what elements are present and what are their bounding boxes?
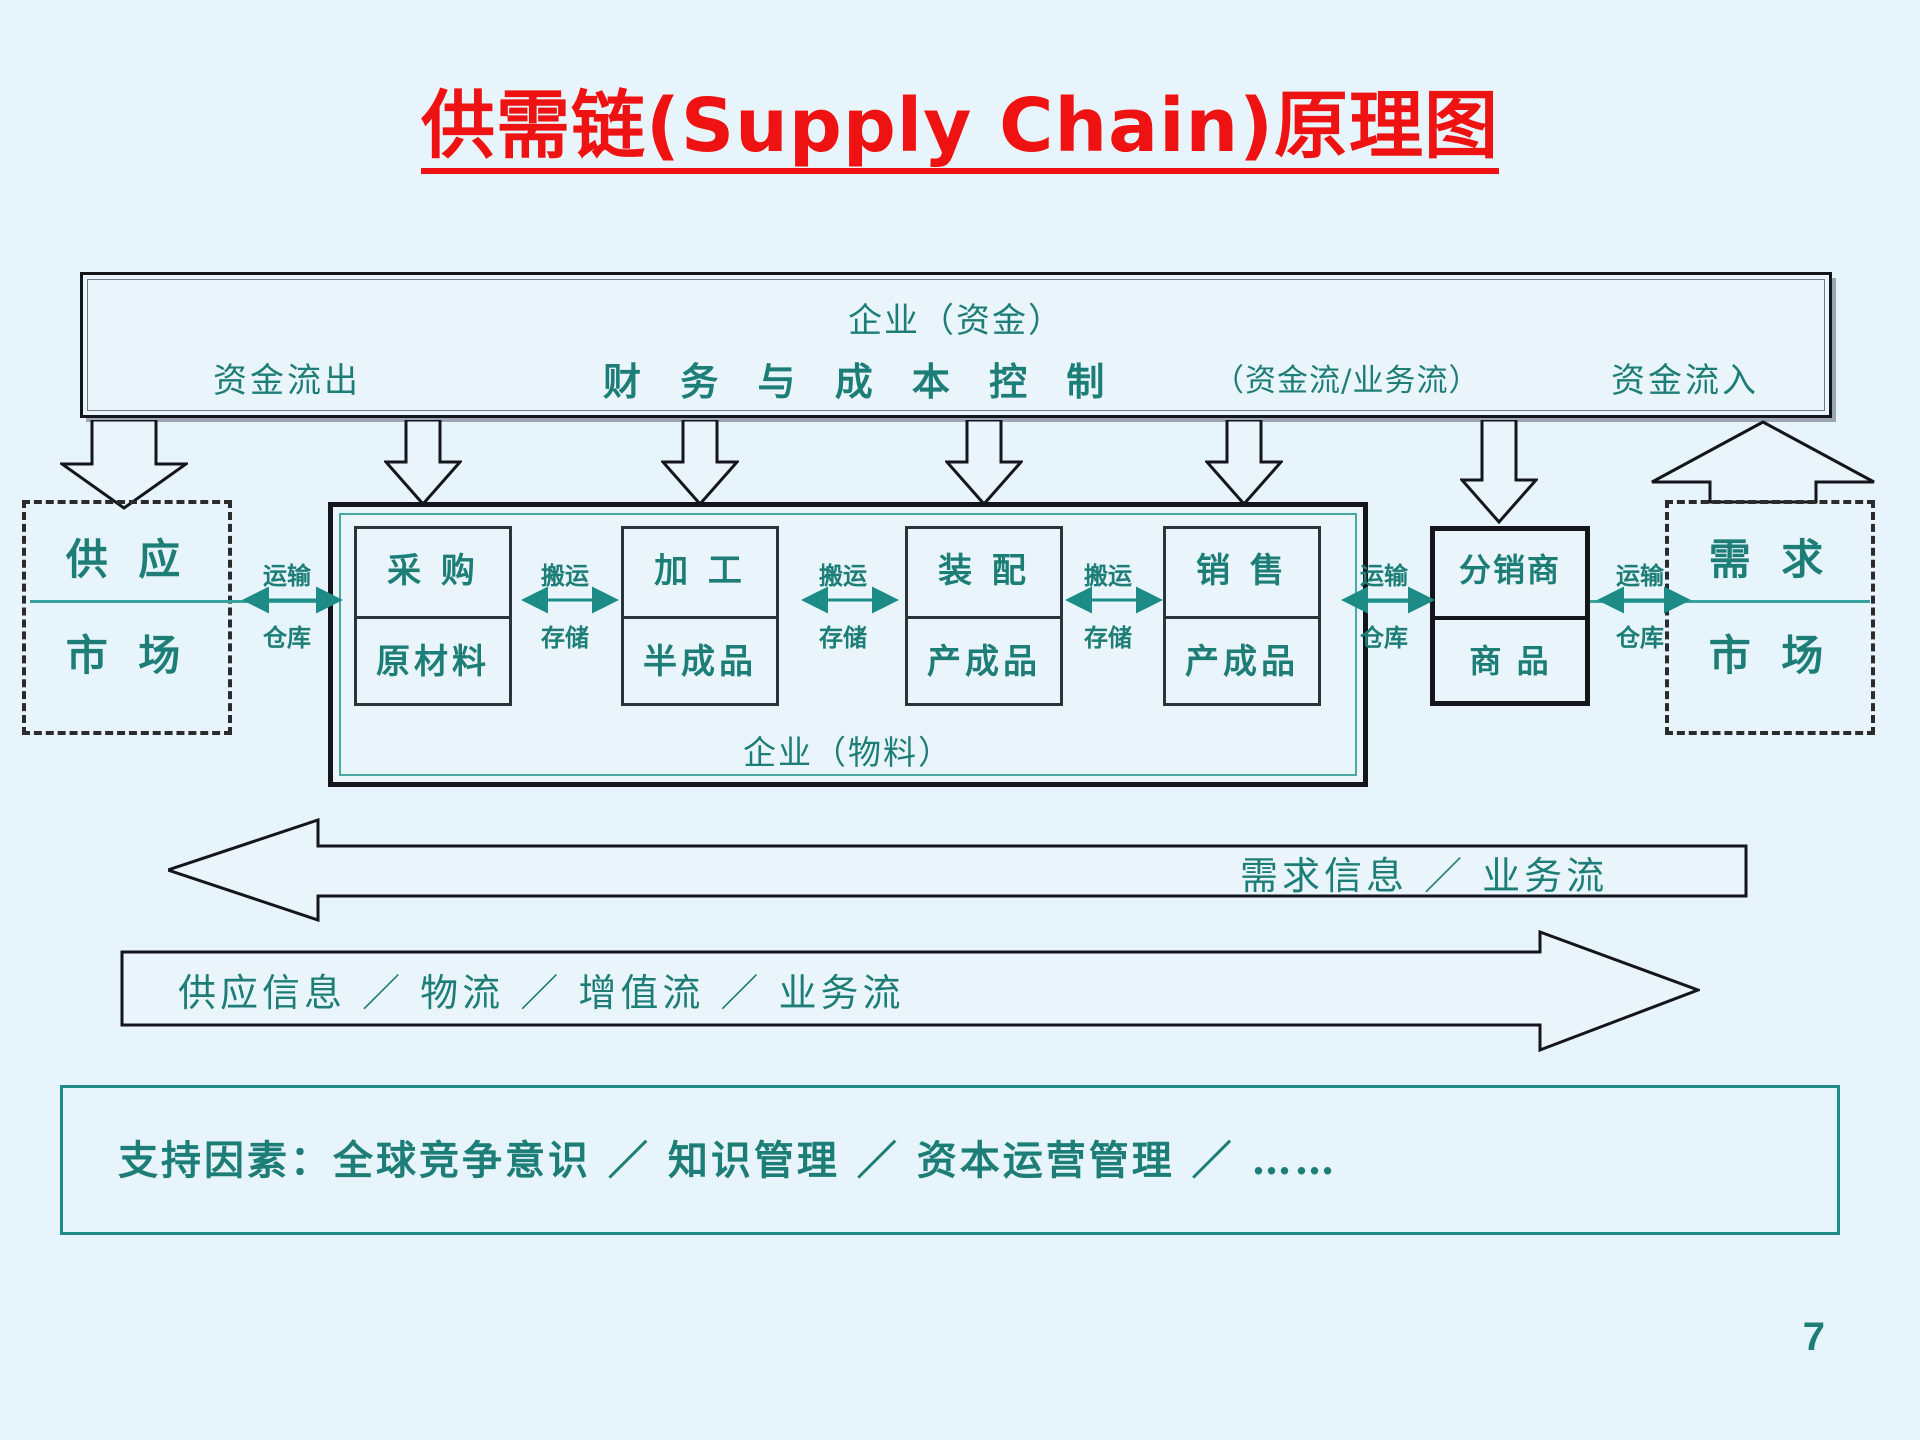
link-warehouse-label: 仓库 xyxy=(263,623,311,652)
supply-information-flow-band xyxy=(120,929,1703,1055)
process-sales-subtitle: 产成品 xyxy=(1185,642,1299,682)
page-title-text: 供需链(Supply Chain)原理图 xyxy=(421,87,1499,174)
distributor-box-divider xyxy=(1430,616,1590,620)
demand-market-line1: 需 求 xyxy=(1708,535,1832,584)
link-transport-label: 运输 xyxy=(1360,561,1408,590)
process-processing-title: 加 工 xyxy=(654,551,746,591)
process-assembly-title: 装 配 xyxy=(938,551,1030,591)
process-box-sales: 销 售 产成品 xyxy=(1163,526,1321,706)
support-factors-box: 支持因素：全球竞争意识 ／ 知识管理 ／ 资本运营管理 ／ …… xyxy=(60,1085,1840,1235)
enterprise-material-label: 企业（物料） xyxy=(743,733,953,772)
link-transport-label: 运输 xyxy=(263,561,311,590)
link-processing-to-assembly: 搬运 存储 xyxy=(801,556,885,676)
distributor-box: 分销商 商 品 xyxy=(1430,526,1590,706)
link-assembly-to-sales: 搬运 存储 xyxy=(1066,556,1150,676)
enterprise-material-inner-border xyxy=(339,513,1357,776)
banner-enterprise-funds-label: 企业（资金） xyxy=(848,301,1064,341)
link-sales-to-distributor: 运输 仓库 xyxy=(1342,556,1426,676)
material-flow-spine-left xyxy=(30,600,330,603)
link-warehouse-label: 仓库 xyxy=(1360,623,1408,652)
supply-market-box: 供 应 市 场 xyxy=(22,500,232,735)
process-box-divider xyxy=(905,616,1063,619)
cash-outflow-label: 资金流出 xyxy=(213,361,361,401)
down-arrow-processing xyxy=(659,418,741,507)
page-title: 供需链(Supply Chain)原理图 xyxy=(0,87,1920,174)
process-box-divider xyxy=(621,616,779,619)
link-handling-label: 搬运 xyxy=(1084,561,1132,590)
process-box-purchasing: 采 购 原材料 xyxy=(354,526,512,706)
process-purchasing-title: 采 购 xyxy=(387,551,479,591)
demand-market-box: 需 求 市 场 xyxy=(1665,500,1875,735)
supply-market-line1: 供 应 xyxy=(65,535,189,584)
process-box-divider xyxy=(1163,616,1321,619)
link-handling-label: 搬运 xyxy=(819,561,867,590)
supply-market-line2: 市 场 xyxy=(65,631,189,680)
page-number: 7 xyxy=(1802,1315,1825,1359)
finance-banner: 企业（资金） 资金流出 财 务 与 成 本 控 制 （资金流/业务流） 资金流入 xyxy=(80,272,1832,418)
process-processing-subtitle: 半成品 xyxy=(643,642,757,682)
cash-business-flow-label: （资金流/业务流） xyxy=(1213,363,1481,399)
process-box-assembly: 装 配 产成品 xyxy=(905,526,1063,706)
supply-information-flow-label: 供应信息 ／ 物流 ／ 增值流 ／ 业务流 xyxy=(178,971,905,1015)
process-box-divider xyxy=(354,616,512,619)
down-arrow-sales xyxy=(1203,418,1285,507)
link-supply-to-purchasing: 运输 仓库 xyxy=(245,556,329,676)
link-storage-label: 存储 xyxy=(541,623,589,652)
demand-information-flow-band xyxy=(163,817,1748,923)
process-sales-title: 销 售 xyxy=(1196,551,1288,591)
distributor-subtitle: 商 品 xyxy=(1469,642,1551,680)
down-arrow-assembly xyxy=(943,418,1025,507)
link-transport-label: 运输 xyxy=(1616,561,1664,590)
link-handling-label: 搬运 xyxy=(541,561,589,590)
link-purchasing-to-processing: 搬运 存储 xyxy=(523,556,607,676)
finance-cost-control-label: 财 务 与 成 本 控 制 xyxy=(603,359,1118,404)
link-distributor-to-demand: 运输 仓库 xyxy=(1598,556,1682,676)
down-arrow-distributor xyxy=(1458,418,1540,525)
link-warehouse-label: 仓库 xyxy=(1616,623,1664,652)
finance-banner-inner-border xyxy=(87,279,1825,411)
cash-inflow-label: 资金流入 xyxy=(1611,361,1759,401)
support-factors-label: 支持因素：全球竞争意识 ／ 知识管理 ／ 资本运营管理 ／ …… xyxy=(118,1137,1338,1184)
up-arrow-from-demand-market xyxy=(1650,420,1876,504)
process-box-processing: 加 工 半成品 xyxy=(621,526,779,706)
demand-market-line2: 市 场 xyxy=(1708,631,1832,680)
distributor-title: 分销商 xyxy=(1458,551,1561,589)
link-storage-label: 存储 xyxy=(819,623,867,652)
process-assembly-subtitle: 产成品 xyxy=(927,642,1041,682)
down-arrow-purchasing xyxy=(382,418,464,507)
link-storage-label: 存储 xyxy=(1084,623,1132,652)
down-arrow-to-supply-market xyxy=(57,418,191,510)
banner-second-row: 资金流出 财 务 与 成 本 控 制 （资金流/业务流） 资金流入 xyxy=(83,353,1829,404)
demand-information-flow-label: 需求信息 ／ 业务流 xyxy=(1240,854,1609,898)
process-purchasing-subtitle: 原材料 xyxy=(376,642,490,682)
